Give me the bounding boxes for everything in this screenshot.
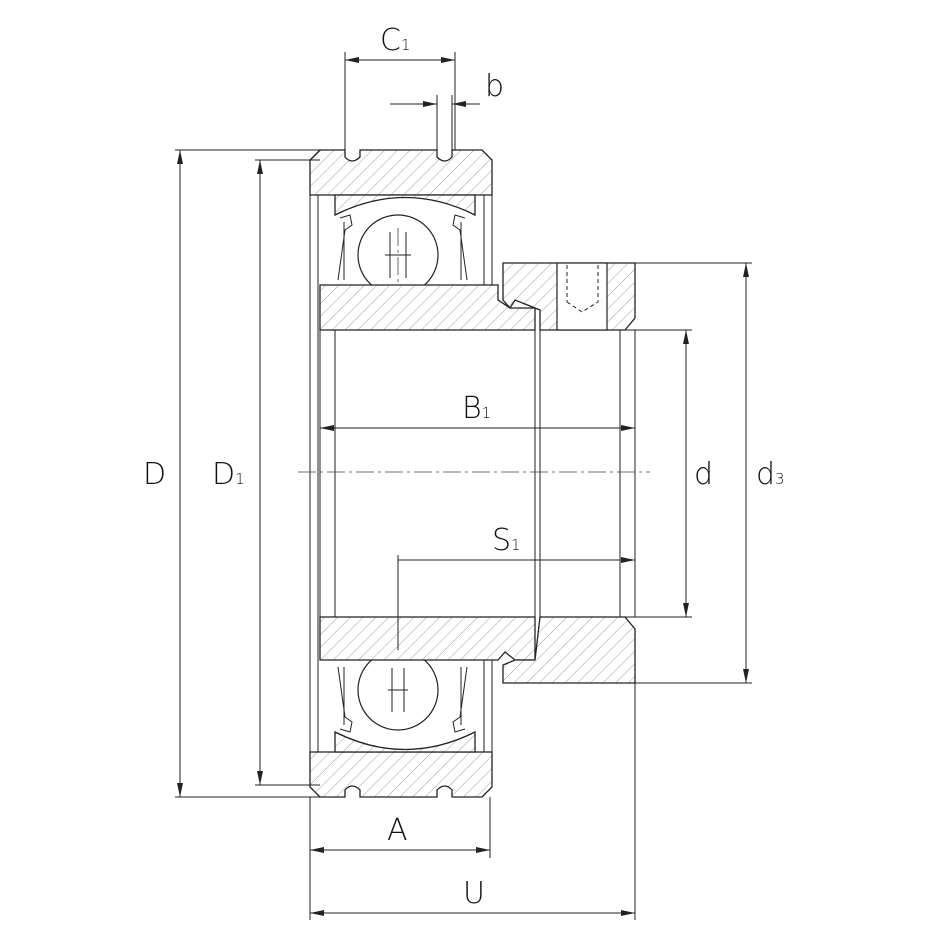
outer-ring-bottom — [309, 751, 493, 798]
seal-bottom-right — [452, 666, 468, 733]
seal-bottom-left — [337, 666, 353, 733]
outer-raceway-top — [334, 194, 476, 217]
set-screw — [556, 262, 608, 331]
extension-lines — [175, 52, 752, 920]
outer-raceway-bottom — [334, 730, 476, 753]
bore-lines — [319, 330, 636, 617]
label-b: b — [485, 69, 504, 104]
outer-ring-side-lines — [309, 195, 493, 752]
label-d: d — [694, 457, 713, 492]
label-D: D — [143, 457, 166, 492]
ball-top-cage — [385, 232, 411, 278]
outer-ring-top — [309, 149, 493, 196]
label-d3: d3 — [756, 457, 785, 492]
label-A: A — [387, 813, 408, 848]
set-screw-detail — [566, 265, 599, 313]
inner-ring-bottom — [319, 616, 536, 661]
label-C1: C1 — [380, 23, 411, 58]
ball-bottom-cage — [388, 668, 408, 712]
label-D1: D1 — [212, 457, 245, 492]
label-U: U — [463, 876, 485, 911]
inner-ring-top — [319, 284, 536, 331]
seal-top-left — [337, 214, 353, 281]
seal-top-right — [452, 214, 468, 281]
label-B1: B1 — [462, 391, 491, 426]
label-S1: S1 — [492, 523, 521, 558]
locking-collar-bottom — [502, 616, 636, 684]
dimension-lines — [177, 57, 749, 916]
